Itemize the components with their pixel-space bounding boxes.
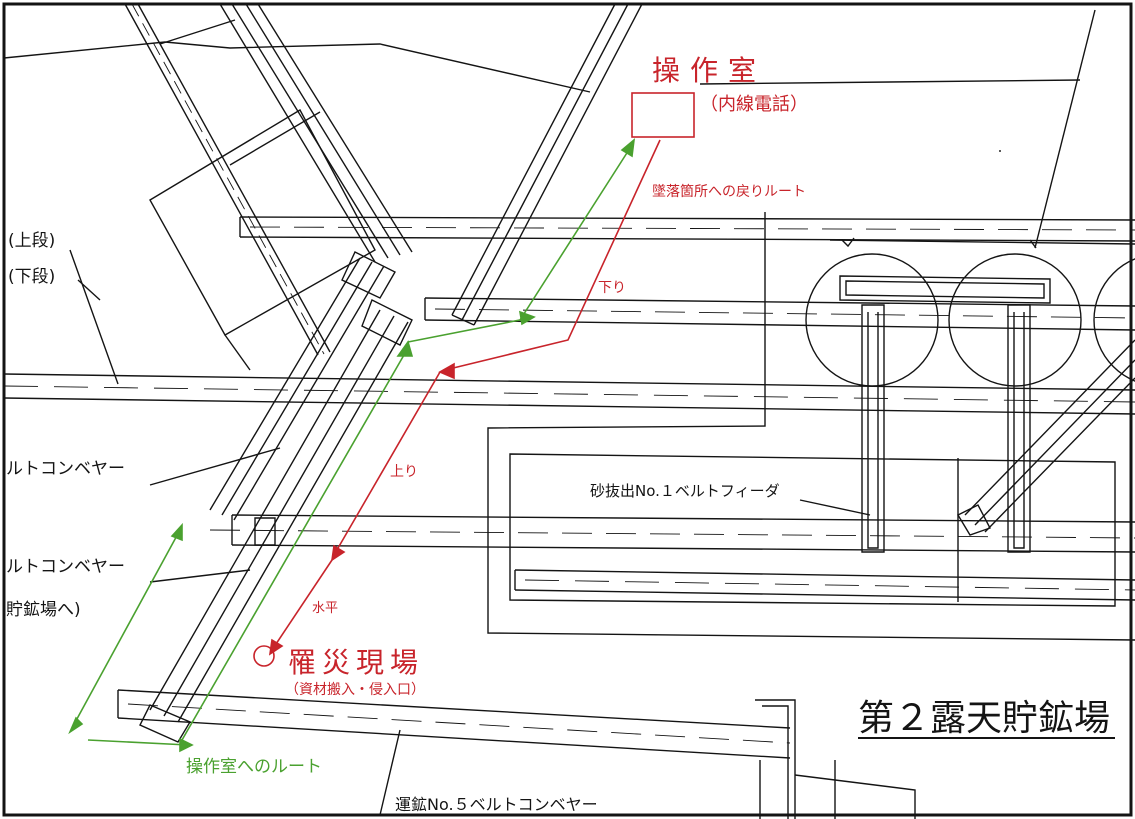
belt-conveyor-label-2: ルトコンベヤー <box>6 557 125 577</box>
accident-site-label: 罹災現場 <box>288 646 424 679</box>
route-to-control-label: 操作室へのルート <box>186 757 322 777</box>
return-route-label: 墜落箇所への戻りルート <box>652 183 806 200</box>
plan-lines <box>3 3 1135 819</box>
up-label: 上り <box>390 464 418 480</box>
entry-point-label: （資材搬入・侵入口） <box>285 681 425 698</box>
extension-phone-label: （内線電話） <box>700 94 808 115</box>
down-label: 下り <box>598 280 626 296</box>
to-storage-label: 貯鉱場へ) <box>6 600 81 620</box>
conveyor-no5-label: 運鉱No.５ベルトコンベヤー <box>395 795 598 814</box>
upper-stage-label: (上段) <box>8 231 55 251</box>
horizontal-label: 水平 <box>312 601 338 616</box>
control-room-label: 操作室 <box>652 54 766 87</box>
storage-yard-title: 第２露天貯鉱場 <box>858 698 1110 739</box>
feeder-label: 砂抜出No.１ベルトフィーダ <box>590 482 780 500</box>
lower-stage-label: (下段) <box>8 267 55 287</box>
red-route <box>253 92 695 667</box>
belt-conveyor-label-1: ルトコンベヤー <box>6 459 125 479</box>
green-route <box>68 138 636 753</box>
